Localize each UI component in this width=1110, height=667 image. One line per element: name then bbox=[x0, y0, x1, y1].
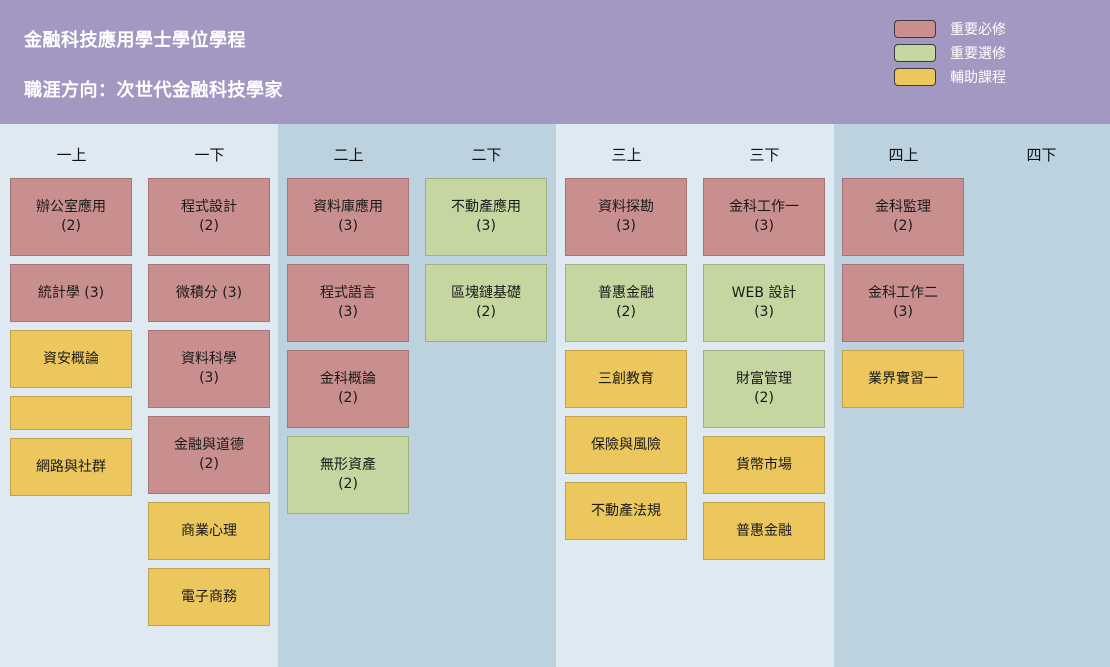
course-credits: (2) bbox=[338, 390, 358, 406]
semester-header-y3s1: 三上 bbox=[611, 146, 642, 164]
course-card[interactable]: 金融與道德 (2) bbox=[148, 416, 270, 494]
course-credits: (3) bbox=[616, 218, 636, 234]
course-name: 金科工作二 bbox=[868, 285, 938, 301]
semester-header-y1s1: 一上 bbox=[56, 146, 87, 164]
course-card[interactable]: 辦公室應用 (2) bbox=[10, 178, 132, 256]
course-card[interactable]: 金科監理 (2) bbox=[842, 178, 964, 256]
course-name: 不動產法規 bbox=[591, 502, 661, 519]
course-name: 資料探勘 bbox=[598, 199, 654, 215]
course-card[interactable]: 統計學 (3) bbox=[10, 264, 132, 322]
course-card[interactable]: 保險與風險 bbox=[565, 416, 687, 474]
course-card[interactable]: 資安概論 bbox=[10, 330, 132, 388]
course-name: 保險與風險 bbox=[591, 436, 661, 453]
semester-header-y4s1: 四上 bbox=[888, 146, 919, 164]
legend-item-elective: 重要選修 bbox=[894, 42, 1006, 64]
course-credits: (2) bbox=[61, 218, 81, 234]
course-name: 資料庫應用 bbox=[313, 199, 383, 215]
legend-item-required: 重要必修 bbox=[894, 18, 1006, 40]
course-card[interactable]: 普惠金融 bbox=[703, 502, 825, 560]
course-card[interactable]: 資料探勘 (3) bbox=[565, 178, 687, 256]
course-name: 商業心理 bbox=[181, 522, 237, 539]
program-title: 金融科技應用學士學位學程 bbox=[24, 30, 246, 51]
course-name: 程式設計 bbox=[181, 199, 237, 215]
course-name: 網路與社群 bbox=[36, 458, 106, 475]
course-card[interactable]: 貨幣市場 bbox=[703, 436, 825, 494]
header-banner: 金融科技應用學士學位學程 職涯方向：次世代金融科技學家 重要必修 重要選修 輔助… bbox=[0, 0, 1110, 124]
semester-header-y4s2: 四下 bbox=[1026, 146, 1057, 164]
course-name: 資安概論 bbox=[43, 350, 99, 367]
course-card[interactable]: 程式設計 (2) bbox=[148, 178, 270, 256]
course-name: WEB 設計 bbox=[731, 285, 797, 301]
curriculum-grid: 一上 一下 二上 二下 三上 三下 四上 四下 辦公室應用 (2) 統計學 (3… bbox=[0, 124, 1110, 667]
course-name: 微積分 (3) bbox=[175, 284, 243, 301]
course-name: 金融與道德 bbox=[174, 437, 244, 453]
course-card[interactable]: 不動產法規 bbox=[565, 482, 687, 540]
course-card[interactable]: 無形資產 (2) bbox=[287, 436, 409, 514]
course-credits: (2) bbox=[893, 218, 913, 234]
course-name: 業界實習一 bbox=[868, 370, 938, 387]
course-credits: (3) bbox=[338, 304, 358, 320]
course-card[interactable]: 資料庫應用 (3) bbox=[287, 178, 409, 256]
course-card-blank[interactable] bbox=[10, 396, 132, 430]
course-credits: (2) bbox=[616, 304, 636, 320]
course-name: 辦公室應用 bbox=[36, 199, 106, 215]
course-name: 無形資產 bbox=[320, 457, 376, 473]
career-path-label: 職涯方向：次世代金融科技學家 bbox=[24, 80, 283, 101]
course-credits: (3) bbox=[893, 304, 913, 320]
course-credits: (3) bbox=[199, 370, 219, 386]
legend-swatch-auxiliary bbox=[894, 68, 936, 86]
course-name: 普惠金融 bbox=[736, 522, 792, 539]
course-credits: (3) bbox=[476, 218, 496, 234]
legend-swatch-elective bbox=[894, 44, 936, 62]
course-name: 區塊鏈基礎 bbox=[451, 285, 521, 301]
course-card[interactable]: 區塊鏈基礎 (2) bbox=[425, 264, 547, 342]
course-name: 電子商務 bbox=[181, 588, 237, 605]
course-card[interactable]: 不動產應用 (3) bbox=[425, 178, 547, 256]
semester-header-y3s2: 三下 bbox=[749, 146, 780, 164]
legend-label: 輔助課程 bbox=[950, 70, 1006, 86]
course-name: 不動產應用 bbox=[451, 199, 521, 215]
legend-swatch-required bbox=[894, 20, 936, 38]
course-card[interactable]: 電子商務 bbox=[148, 568, 270, 626]
course-credits: (2) bbox=[199, 456, 219, 472]
course-card[interactable]: 財富管理 (2) bbox=[703, 350, 825, 428]
course-credits: (2) bbox=[199, 218, 219, 234]
legend-label: 重要必修 bbox=[950, 22, 1006, 38]
course-name: 金科概論 bbox=[320, 371, 376, 387]
course-card[interactable]: 微積分 (3) bbox=[148, 264, 270, 322]
course-card[interactable]: WEB 設計 (3) bbox=[703, 264, 825, 342]
course-name: 資料科學 bbox=[181, 351, 237, 367]
course-card[interactable]: 業界實習一 bbox=[842, 350, 964, 408]
course-credits: (2) bbox=[754, 390, 774, 406]
course-card[interactable]: 商業心理 bbox=[148, 502, 270, 560]
course-credits: (2) bbox=[476, 304, 496, 320]
course-name: 統計學 (3) bbox=[37, 284, 105, 301]
course-credits: (3) bbox=[754, 304, 774, 320]
course-card[interactable]: 金科工作一 (3) bbox=[703, 178, 825, 256]
course-name: 三創教育 bbox=[598, 370, 654, 387]
course-card[interactable]: 程式語言 (3) bbox=[287, 264, 409, 342]
semester-header-y1s2: 一下 bbox=[194, 146, 225, 164]
course-name: 程式語言 bbox=[320, 285, 376, 301]
course-card[interactable]: 普惠金融 (2) bbox=[565, 264, 687, 342]
course-credits: (3) bbox=[754, 218, 774, 234]
semester-header-y2s1: 二上 bbox=[333, 146, 364, 164]
legend-item-auxiliary: 輔助課程 bbox=[894, 66, 1006, 88]
course-card[interactable]: 網路與社群 bbox=[10, 438, 132, 496]
course-name: 金科工作一 bbox=[729, 199, 799, 215]
course-name: 普惠金融 bbox=[598, 285, 654, 301]
course-card[interactable]: 資料科學 (3) bbox=[148, 330, 270, 408]
legend-label: 重要選修 bbox=[950, 46, 1006, 62]
course-card[interactable]: 金科概論 (2) bbox=[287, 350, 409, 428]
legend: 重要必修 重要選修 輔助課程 bbox=[894, 18, 1006, 90]
course-card[interactable]: 金科工作二 (3) bbox=[842, 264, 964, 342]
course-credits: (3) bbox=[338, 218, 358, 234]
course-name: 貨幣市場 bbox=[736, 456, 792, 473]
course-card[interactable]: 三創教育 bbox=[565, 350, 687, 408]
course-name: 財富管理 bbox=[736, 371, 792, 387]
course-name: 金科監理 bbox=[875, 199, 931, 215]
semester-header-y2s2: 二下 bbox=[471, 146, 502, 164]
course-credits: (2) bbox=[338, 476, 358, 492]
